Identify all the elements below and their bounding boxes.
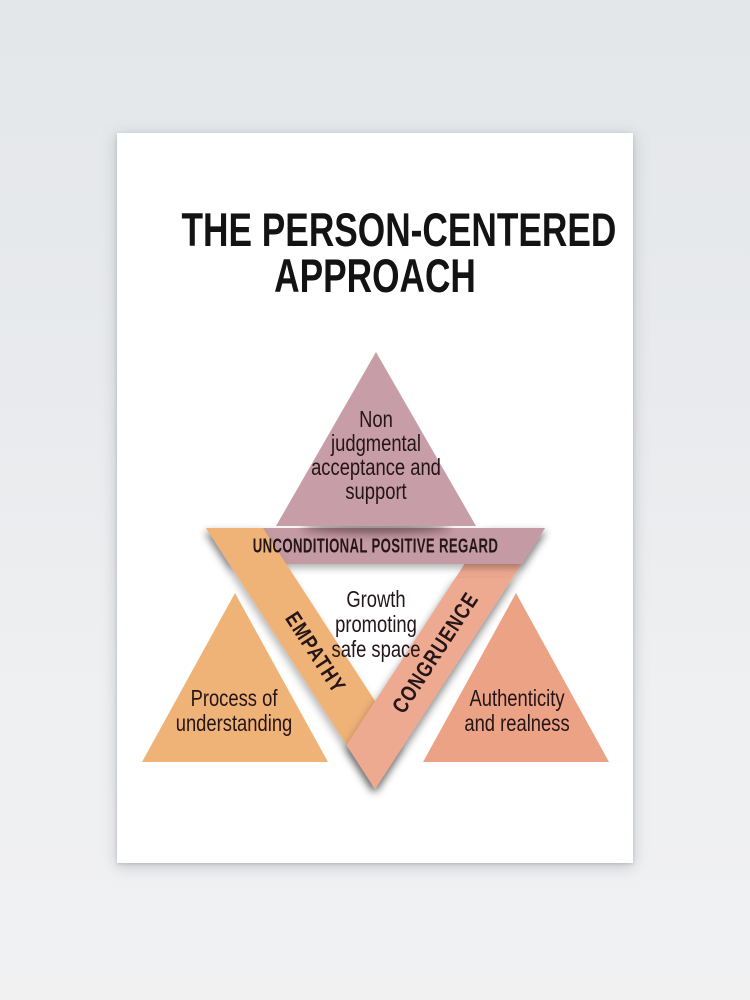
top-triangle-label-line3: acceptance and [311,455,441,480]
top-triangle-label-line4: support [345,479,407,504]
poster-title: THE PERSON-CENTERED APPROACH [181,203,617,302]
unconditional-positive-regard-label: UNCONDITIONAL POSITIVE REGARD [253,535,498,557]
right-triangle-shape [423,593,609,762]
poster-title-line1: THE PERSON-CENTERED [181,203,617,256]
right-triangle-label-line1: Authenticity [469,686,565,711]
left-triangle-shape [142,593,328,762]
center-label-line2: promoting [335,612,417,637]
empathy-band-shape [206,528,404,789]
poster: THE PERSON-CENTERED APPROACH [117,133,633,863]
unconditional-positive-regard-band-shape [206,528,545,564]
approach-diagram: Non judgmental acceptance and support UN… [142,352,609,789]
congruence-band-overlap-shape [346,578,513,789]
right-triangle-label-line2: and realness [464,711,569,736]
top-triangle-label-line2: judgmental [330,431,421,456]
top-triangle-label-line1: Non [359,407,393,432]
center-label-line1: Growth [346,587,405,612]
poster-title-line2: APPROACH [274,249,476,302]
center-label-line3: safe space [332,637,421,662]
top-triangle-shape [276,352,476,526]
left-triangle-label-line1: Process of [191,686,278,711]
left-triangle-label-line2: understanding [176,711,293,736]
